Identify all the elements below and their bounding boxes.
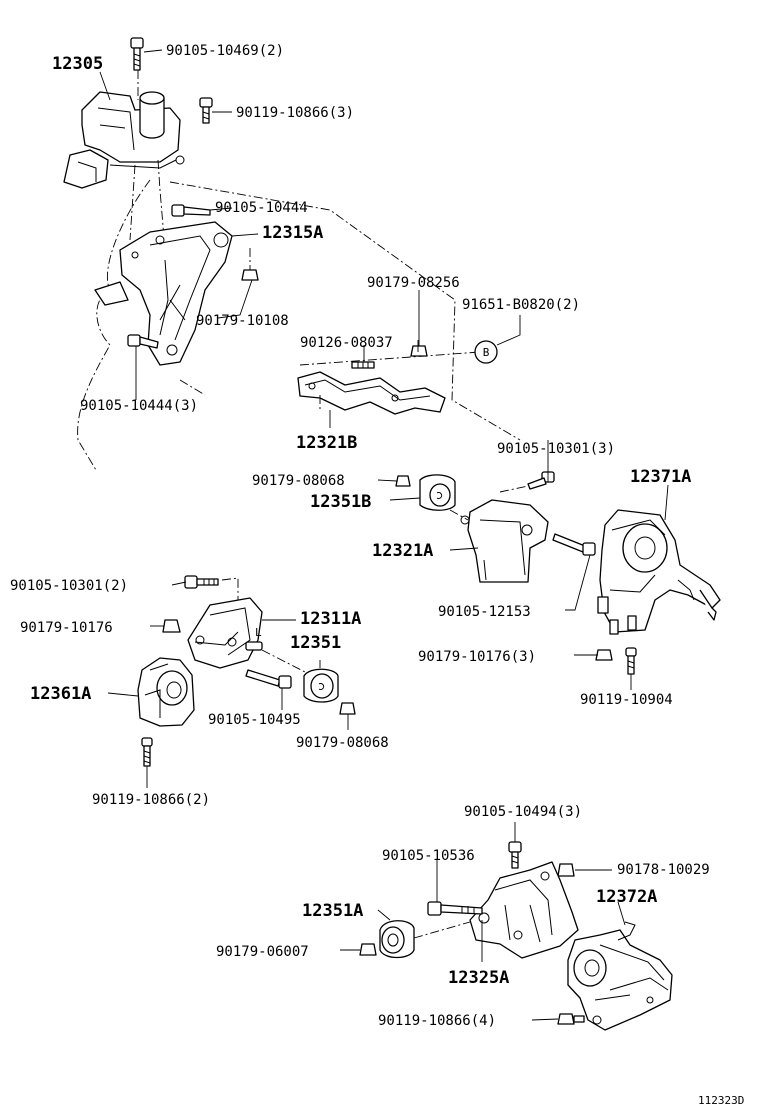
label-12315A: 12315A bbox=[262, 223, 323, 243]
bolt-90119-10866-3 bbox=[199, 97, 213, 124]
mount-12372A bbox=[567, 921, 673, 1031]
label-90179-10176-a: 90179-10176 bbox=[20, 620, 113, 636]
drawing-reference: 112323D bbox=[698, 1094, 744, 1107]
stud-90126-08037 bbox=[351, 361, 375, 369]
nut-90179-10176-a bbox=[162, 619, 181, 633]
bolt-90105-12153 bbox=[552, 533, 596, 556]
nut-90179-08068-a bbox=[395, 475, 411, 487]
label-90179-10108: 90179-10108 bbox=[196, 313, 289, 329]
nut-90179-08256 bbox=[410, 345, 428, 357]
mount-12305 bbox=[63, 70, 185, 251]
label-90179-08068-b: 90179-08068 bbox=[296, 735, 389, 751]
label-90119-10866-2: 90119-10866(2) bbox=[92, 792, 210, 808]
mount-12361A bbox=[137, 657, 195, 727]
label-12325A: 12325A bbox=[448, 968, 509, 988]
engine-outline bbox=[77, 179, 521, 471]
bushing-12351A bbox=[379, 920, 471, 959]
part-labels: 12305 90105-10469(2) 90119-10866(3) 9010… bbox=[10, 43, 744, 1107]
bolt-90105-10301-2 bbox=[184, 575, 239, 600]
nut-90178-10029 bbox=[557, 863, 575, 877]
bolt-90105-10444 bbox=[171, 204, 211, 217]
label-90105-10444: 90105-10444 bbox=[215, 200, 308, 216]
label-12372A: 12372A bbox=[596, 887, 657, 907]
label-90179-10176-3: 90179-10176(3) bbox=[418, 649, 536, 665]
label-90179-06007: 90179-06007 bbox=[216, 944, 309, 960]
label-12361A: 12361A bbox=[30, 684, 91, 704]
label-12351A: 12351A bbox=[302, 901, 363, 921]
label-90105-12153: 90105-12153 bbox=[438, 604, 531, 620]
svg-text:L: L bbox=[255, 626, 262, 639]
bracket-12321B bbox=[297, 351, 481, 415]
bracket-12315A bbox=[94, 221, 233, 366]
nut-90179-06007 bbox=[359, 943, 377, 956]
mount-12371A bbox=[597, 509, 721, 635]
label-12311A: 12311A bbox=[300, 609, 361, 629]
nut-90179-10176-3 bbox=[595, 649, 613, 661]
label-12351: 12351 bbox=[290, 633, 341, 653]
label-90105-10495: 90105-10495 bbox=[208, 712, 301, 728]
label-90179-08256: 90179-08256 bbox=[367, 275, 460, 291]
label-90105-10301-2: 90105-10301(2) bbox=[10, 578, 128, 594]
bolt-90105-10536 bbox=[427, 901, 483, 916]
label-12351B: 12351B bbox=[310, 492, 371, 512]
bolt-90105-10469 bbox=[130, 37, 144, 71]
label-90119-10904: 90119-10904 bbox=[580, 692, 673, 708]
label-12321B: 12321B bbox=[296, 433, 357, 453]
bracket-12325A bbox=[469, 861, 579, 959]
label-12371A: 12371A bbox=[630, 467, 691, 487]
bolt-90119-10866-4 bbox=[557, 1013, 585, 1025]
label-90105-10536: 90105-10536 bbox=[382, 848, 475, 864]
bolt-90119-10904 bbox=[625, 647, 637, 675]
bolt-90105-10444-3 bbox=[127, 334, 159, 349]
label-90119-10866-3: 90119-10866(3) bbox=[236, 105, 354, 121]
label-90119-10866-4: 90119-10866(4) bbox=[378, 1013, 496, 1029]
nut-90179-10108 bbox=[241, 248, 259, 281]
label-90126-08037: 90126-08037 bbox=[300, 335, 393, 351]
label-90105-10494: 90105-10494(3) bbox=[464, 804, 582, 820]
label-12321A: 12321A bbox=[372, 541, 433, 561]
bushing-12351B bbox=[419, 474, 456, 511]
bolt-90105-10301-3 bbox=[499, 471, 555, 493]
leader-lines bbox=[99, 49, 669, 1021]
label-90178-10029: 90178-10029 bbox=[617, 862, 710, 878]
label-12305: 12305 bbox=[52, 54, 103, 74]
label-91651-b0820: 91651-B0820(2) bbox=[462, 297, 580, 313]
label-90105-10301-3: 90105-10301(3) bbox=[497, 441, 615, 457]
nut-90179-08068-b bbox=[339, 702, 356, 715]
bracket-12321A bbox=[449, 499, 549, 583]
bolt-90105-10494 bbox=[508, 841, 522, 869]
bushing-12351 bbox=[303, 668, 339, 703]
label-90179-08068-a: 90179-08068 bbox=[252, 473, 345, 489]
label-90105-10469: 90105-10469(2) bbox=[166, 43, 284, 59]
bolt-90105-10495 bbox=[245, 641, 306, 689]
marker-b: B bbox=[474, 340, 498, 364]
bracket-12311A: L bbox=[187, 597, 263, 669]
marker-b-label: B bbox=[483, 346, 490, 359]
label-90105-10444-3: 90105-10444(3) bbox=[80, 398, 198, 414]
bolt-90119-10866-2 bbox=[141, 737, 153, 767]
